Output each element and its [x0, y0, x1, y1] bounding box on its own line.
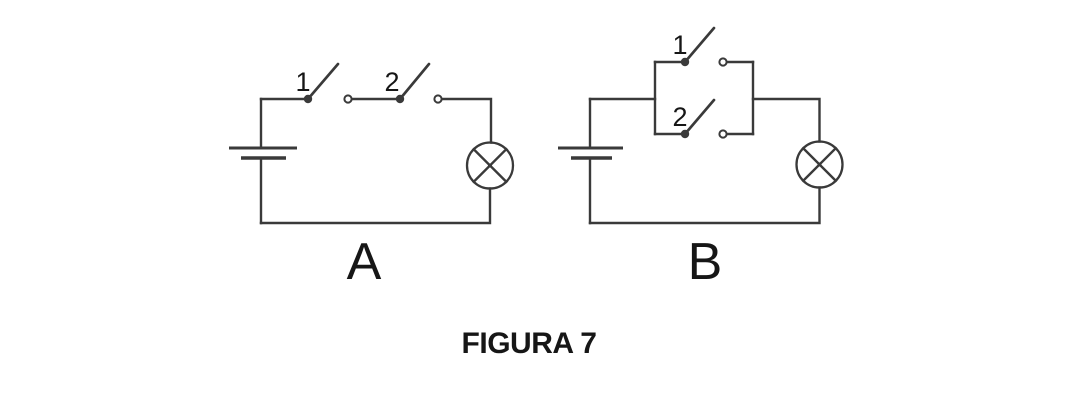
circuit-a: 1 2 A [229, 62, 515, 291]
switch-pivot-dot [303, 94, 313, 104]
switch-terminal-dot [343, 94, 353, 104]
figure-caption: FIGURA 7 [462, 327, 597, 360]
switch-terminal-dot [718, 129, 728, 139]
switch-pivot-dot [680, 57, 690, 67]
switch-terminal-dot [718, 57, 728, 67]
switch-1-icon [680, 26, 728, 67]
circuit-b-label: B [688, 233, 723, 291]
lamp-icon [795, 140, 844, 189]
switch-pivot-dot [395, 94, 405, 104]
switch-blade [306, 62, 340, 101]
switch-pivot-dot [680, 129, 690, 139]
switch-1-icon [303, 62, 353, 104]
wire-segment [259, 187, 492, 225]
switch-2-label: 2 [384, 67, 399, 97]
switch-2-label: 2 [672, 102, 687, 132]
switch-1-label: 1 [295, 67, 310, 97]
switch-blade [683, 26, 716, 64]
switch-1-label: 1 [672, 30, 687, 60]
switch-terminal-dot [433, 94, 443, 104]
switch-2-icon [395, 62, 443, 104]
lamp-icon [465, 141, 515, 190]
switch-2-icon [680, 98, 728, 139]
switch-blade [398, 62, 431, 101]
wire-segment [588, 186, 821, 225]
circuit-a-label: A [347, 233, 382, 291]
battery-icon [558, 97, 623, 225]
switch-blade [683, 98, 716, 136]
battery-icon [229, 97, 297, 225]
circuit-b: 1 2 B [558, 26, 844, 291]
lamp-center-dot [488, 163, 492, 168]
lamp-center-dot [817, 162, 822, 167]
wire-segment [440, 97, 493, 144]
wire-segment [751, 97, 821, 143]
